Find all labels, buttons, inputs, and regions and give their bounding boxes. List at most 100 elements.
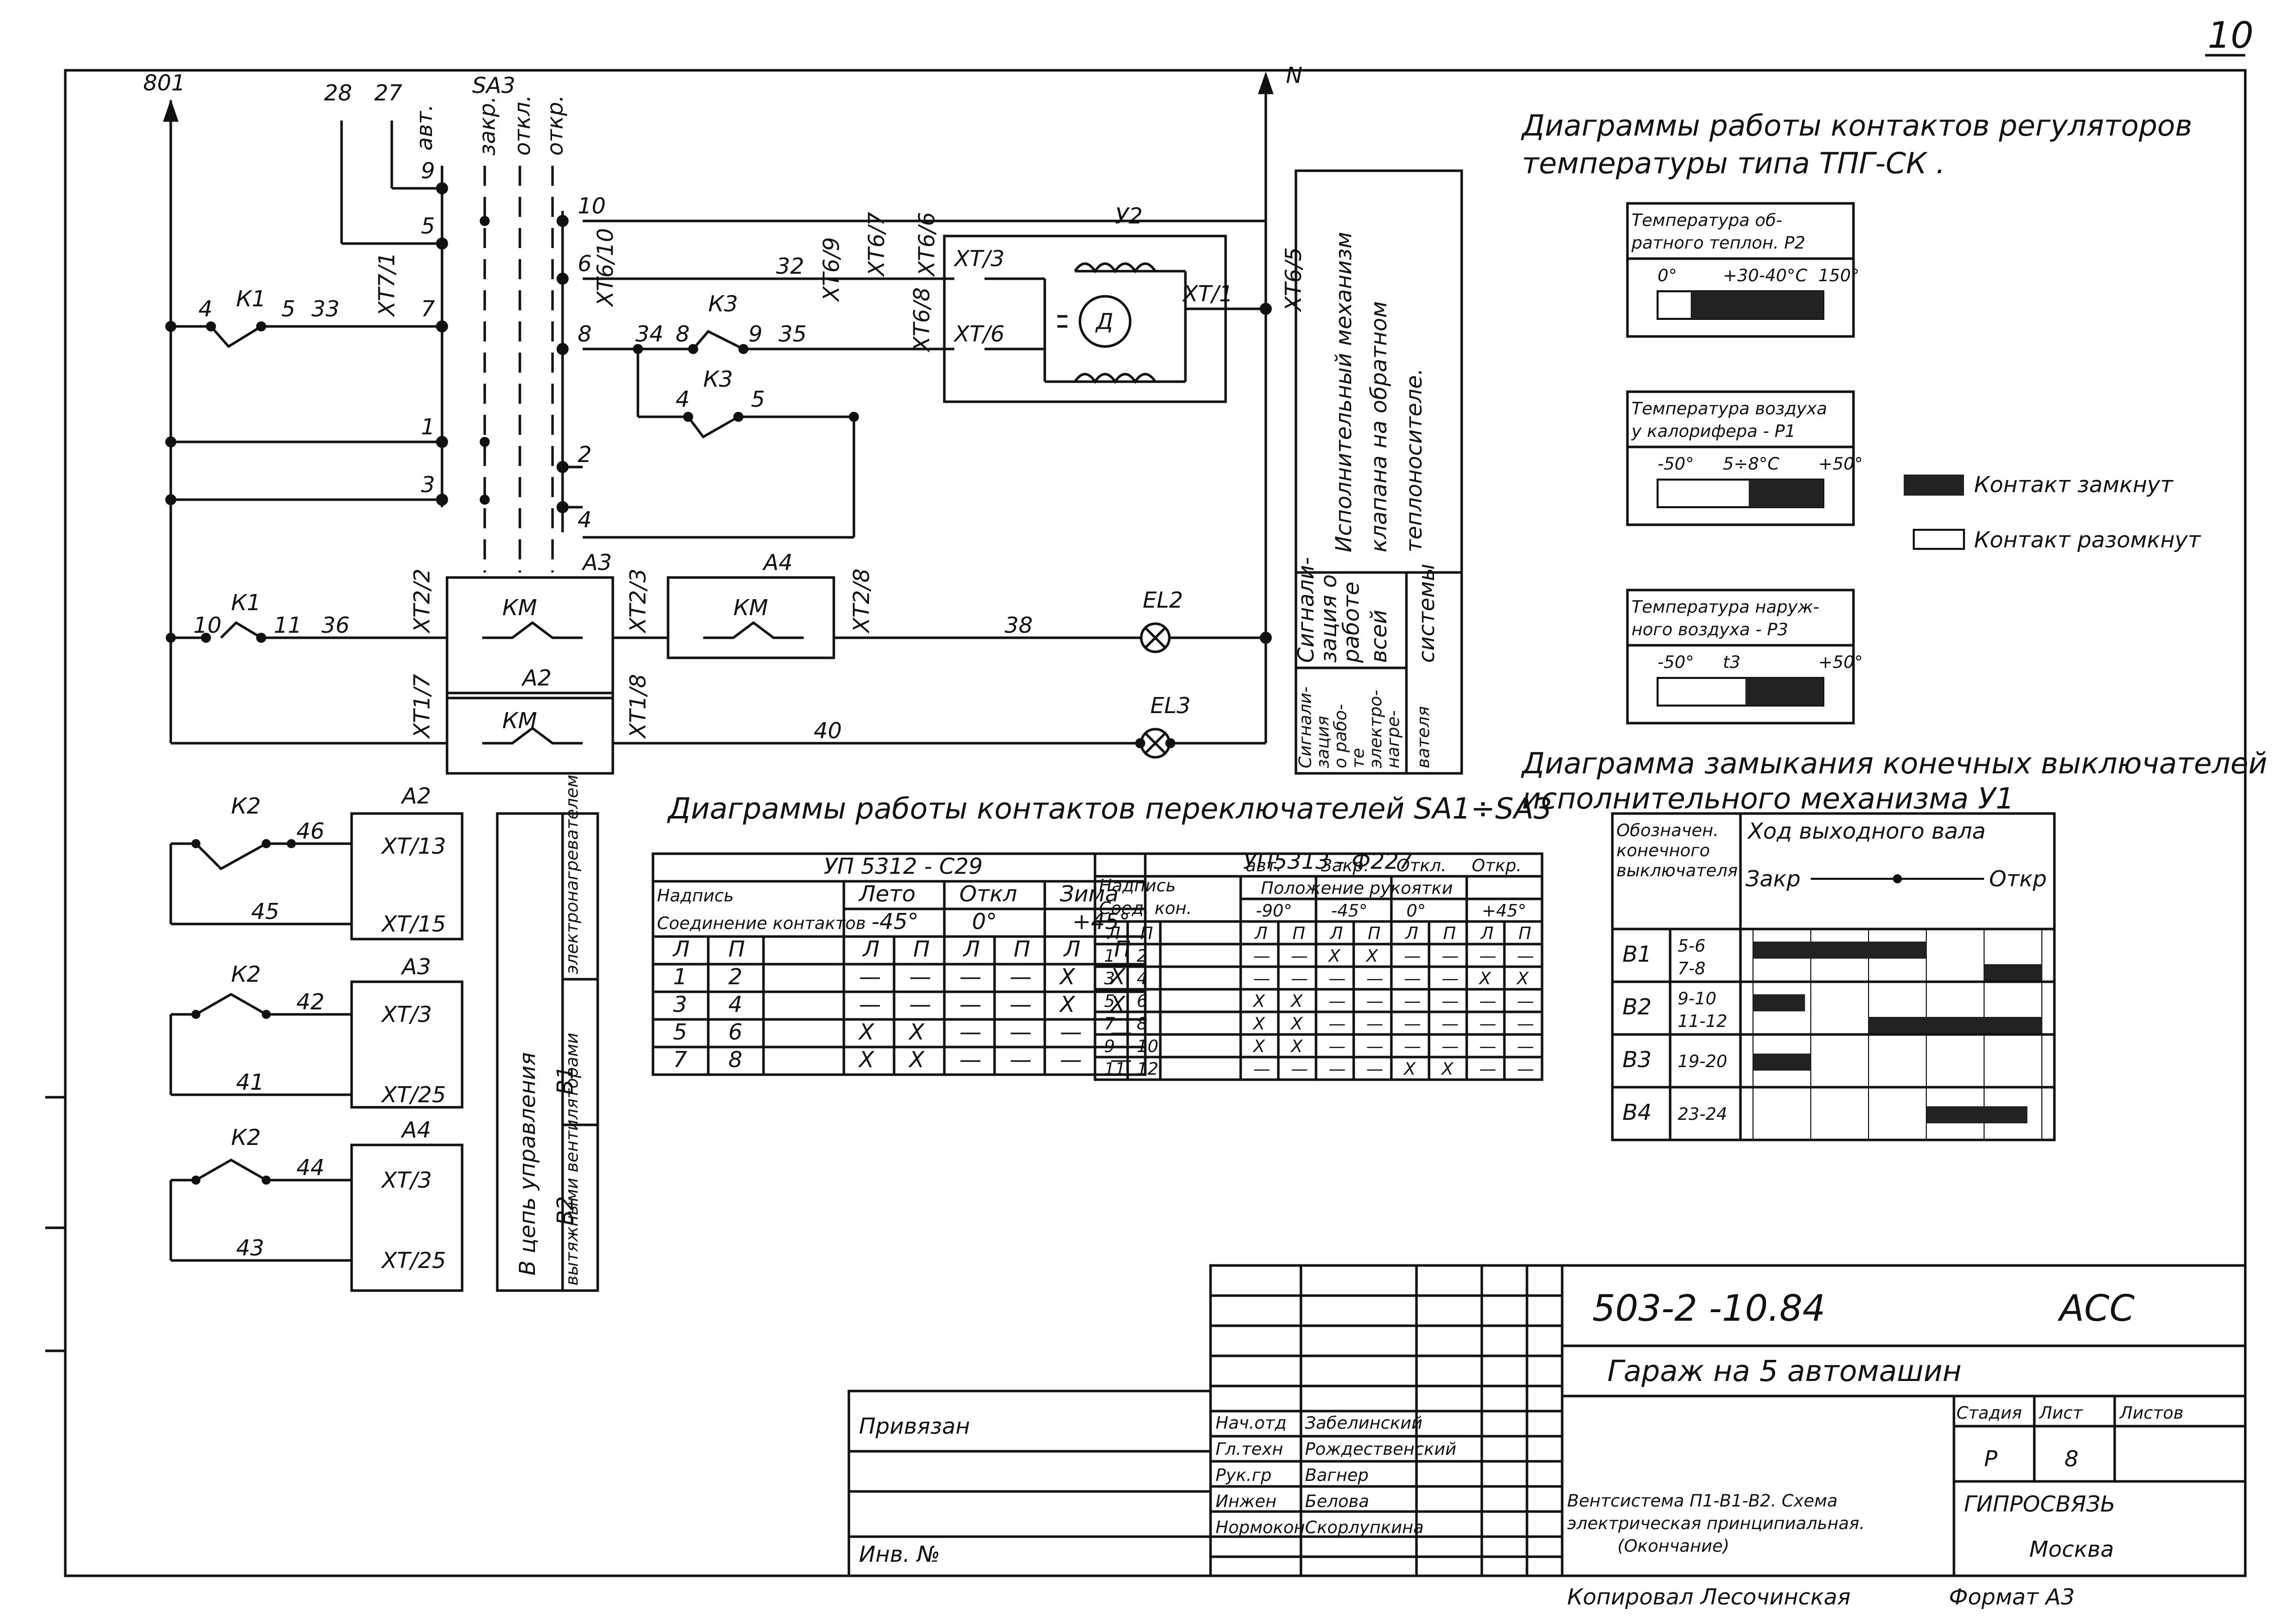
legend-line: Исполнительный механизм (1331, 232, 1357, 552)
switch-contact-p: 8 (1137, 1014, 1148, 1034)
wire-33-label: 33 (311, 296, 340, 322)
switch-mark: X (1290, 1036, 1303, 1057)
regulator-scale: 5÷8°С (1723, 454, 1780, 474)
limit-col1-header: конечного (1616, 841, 1710, 861)
switch-contact-p: 2 (1137, 946, 1148, 966)
wire-34-label: 34 (635, 321, 664, 347)
limit-closed-bar (1753, 942, 1926, 959)
bus-801-label: 801 (143, 70, 185, 96)
switch-mark: — (1291, 969, 1308, 989)
switch-mark: X (1403, 1059, 1416, 1079)
wire-43-label: 43 (236, 1235, 264, 1261)
switch-mark: — (1517, 1014, 1534, 1034)
node-label: 5 (281, 296, 295, 322)
regulator-title-line: температуры типа ТПГ-СК . (1522, 146, 1945, 180)
limit-closed-bar (1753, 994, 1805, 1011)
terminal-label: ХТ6/9 (819, 237, 844, 302)
legend-line: электро- (1366, 690, 1386, 768)
fans-text: вытяжными вентиляторами (562, 1033, 582, 1286)
limit-open-label: Откр (1989, 866, 2047, 892)
switch-mark: X (858, 1047, 874, 1073)
signature-role: Нач.отд (1216, 1413, 1286, 1433)
a4-box (667, 576, 835, 659)
switch-lp-label: Л (1063, 937, 1080, 962)
switch-mark: — (1442, 991, 1459, 1011)
wire-40-label: 40 (814, 718, 842, 744)
switch-mark: — (1517, 946, 1534, 966)
regulator-caption: ратного теплон. Р2 (1631, 233, 1805, 253)
limit-col2-header: Ход выходного вала (1747, 819, 1986, 844)
limit-switch-contacts: 23-24 (1678, 1104, 1727, 1124)
page-number: 10 (2208, 14, 2254, 56)
switch-mark: — (1517, 1059, 1534, 1079)
a3-lower-box (350, 980, 464, 1109)
switch-mark: — (1366, 1036, 1383, 1057)
legend-box (1294, 169, 1463, 775)
switch-contact-l: 7 (1104, 1014, 1115, 1034)
node-dots (165, 182, 1272, 748)
switch-angle-label: 0° (1406, 901, 1426, 921)
a4-lower-box (350, 1143, 464, 1292)
switch-contacts-header: Соединение контактов (657, 913, 866, 934)
object-name: Гараж на 5 автомашин (1607, 1354, 1961, 1388)
node-label: 10 (578, 193, 606, 219)
title-block (847, 1264, 2247, 1577)
switch-mark: — (1329, 969, 1346, 989)
node-label: 1 (421, 414, 435, 440)
legend-line: клапана на обратном (1366, 301, 1392, 552)
switch-lp-label: П (1443, 923, 1456, 944)
limit-table-frame (1611, 812, 2056, 1141)
terminal-label: ХТ1/7 (409, 674, 435, 739)
regulator-caption: Температура воздуха (1631, 399, 1827, 419)
title-block-texts: 503-2 -10.84 АСС Гараж на 5 автомашин Ст… (859, 1287, 2183, 1610)
regulator-scale: 0° (1658, 266, 1677, 286)
switch-position-label: авт. (1246, 856, 1282, 876)
a4-lower-label: А4 (400, 1117, 431, 1143)
legend-line: Сигнали- (1293, 557, 1319, 663)
switch-lp-label: П (728, 937, 745, 962)
switch-mark: — (1291, 946, 1308, 966)
sa3-pos-label: авт. (412, 104, 438, 151)
terminal-label: ХТ6/8 (909, 287, 935, 353)
node-label: 3 (421, 472, 435, 498)
k1-contact-b (220, 621, 262, 639)
sa3-pos-label: откл. (510, 95, 535, 156)
limit-closed-bar (1753, 1054, 1811, 1071)
terminal-label: ХТ6/5 (1281, 247, 1306, 312)
switch-contact-l: 1 (673, 964, 687, 990)
legend-closed-swatch (1904, 475, 1964, 496)
sa3-label: SA3 (472, 73, 515, 98)
switch-mark: — (1517, 991, 1534, 1011)
switch-mark: — (959, 1019, 981, 1045)
switch-lp-label: П (1140, 923, 1153, 944)
switch-mark: — (1479, 1036, 1496, 1057)
regulator-scale: -50° (1658, 454, 1694, 474)
node-label: 9 (421, 158, 435, 184)
switch-mark: — (909, 992, 931, 1017)
b2-label: В2 (553, 1196, 578, 1225)
b1-label: В1 (553, 1066, 578, 1095)
heaters-text: электронагревателем (562, 775, 582, 974)
bus-n-label: N (1286, 63, 1302, 88)
signature-name: Белова (1305, 1491, 1369, 1512)
regulator-scale: +50° (1818, 652, 1863, 672)
switch-mark: X (858, 1019, 874, 1045)
node-label: 2 (578, 442, 592, 468)
motor-label: Д (1095, 309, 1113, 334)
k3-label: К3 (703, 367, 733, 392)
limit-title: Диаграмма замыкания конечных выключателе… (1520, 746, 2267, 816)
limit-closed-bar (1926, 1106, 2028, 1123)
switch-mark: — (1366, 991, 1383, 1011)
node-label: 10 (193, 613, 222, 638)
signature-name: Вагнер (1305, 1465, 1369, 1485)
limit-closed-bar (1984, 964, 2042, 981)
node-label: 6 (578, 251, 592, 277)
a3-label: А3 (581, 550, 612, 575)
k2-label: К2 (231, 1125, 261, 1150)
switch-mark: — (959, 992, 981, 1017)
u2-label: У2 (1115, 203, 1143, 229)
limit-col1-header: Обозначен. (1616, 821, 1719, 841)
switch-contact-l: 3 (1104, 969, 1115, 989)
